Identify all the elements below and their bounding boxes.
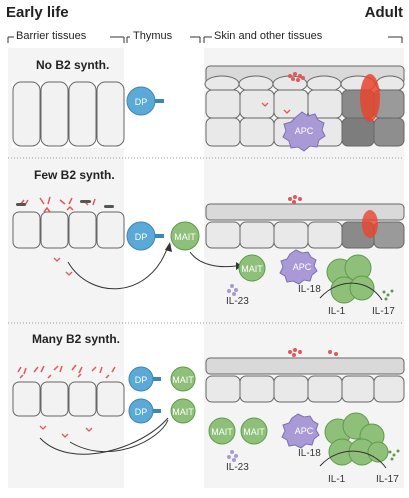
row2-title: Few B2 synth. — [34, 168, 115, 182]
svg-text:DP: DP — [135, 407, 148, 417]
row2-il23-dots — [227, 284, 238, 296]
row2-apc-cell: APC — [279, 249, 318, 285]
row3-barrier-epithelium — [12, 364, 125, 438]
svg-text:MAIT: MAIT — [211, 427, 233, 437]
row2-barrier-epithelium — [12, 196, 125, 276]
thymus-header: Thymus — [133, 30, 173, 42]
svg-text:DP: DP — [135, 375, 148, 385]
row2-il1-label: IL-1 — [328, 306, 346, 317]
row1-dp-cell: DP — [126, 86, 164, 116]
svg-text:APC: APC — [293, 262, 312, 272]
row3-skin-epithelium — [205, 348, 405, 403]
bacteria-cluster — [288, 72, 305, 82]
svg-text:MAIT: MAIT — [174, 232, 196, 242]
row3-il17-label: IL-17 — [376, 474, 399, 485]
adult-title: Adult — [364, 4, 403, 21]
row1-barrier-epithelium — [12, 81, 125, 148]
early-life-title: Early life — [6, 4, 69, 21]
row3-mait-skin-2: MAIT — [240, 417, 268, 445]
svg-text:MAIT: MAIT — [241, 264, 263, 274]
row2-il23-label: IL-23 — [226, 296, 249, 307]
row2-il17-label: IL-17 — [372, 306, 395, 317]
svg-text:MAIT: MAIT — [243, 427, 265, 437]
row3-il18-label: IL-18 — [298, 448, 321, 459]
row3-il23-label: IL-23 — [226, 462, 249, 473]
row3-mait-thymus-1: MAIT — [170, 366, 196, 392]
row2-bacteria — [19, 196, 96, 213]
barrier-tissues-header: Barrier tissues — [16, 30, 87, 42]
row3-mait-skin-1: MAIT — [208, 417, 236, 445]
row3-apc-cell: APC — [281, 413, 320, 449]
row1-apc-cell: APC — [282, 111, 326, 152]
row3-mait-thymus-2: MAIT — [170, 398, 196, 424]
row2-green-cluster — [326, 254, 375, 304]
row1-title: No B2 synth. — [36, 58, 110, 72]
row2-skin-epithelium — [205, 195, 405, 249]
row2-rod-bacteria — [16, 200, 114, 208]
svg-text:APC: APC — [295, 426, 314, 436]
row2-il17-dots — [382, 289, 394, 301]
svg-text:MAIT: MAIT — [172, 375, 194, 385]
row3-dp-cell-2: DP — [128, 398, 161, 424]
skin-header: Skin and other tissues — [214, 30, 323, 42]
row3-green-cluster — [324, 412, 389, 466]
row3-dp-cell-1: DP — [128, 366, 161, 392]
svg-text:MAIT: MAIT — [172, 407, 194, 417]
section-brackets — [7, 36, 403, 43]
svg-text:DP: DP — [135, 232, 148, 242]
row2-dp-cell: DP — [126, 221, 164, 251]
row2-il18-label: IL-18 — [298, 284, 321, 295]
inflammation-glow — [360, 74, 380, 122]
row2-migration-arrow — [67, 245, 169, 290]
row1-dp-label: DP — [135, 97, 148, 107]
row2-mait-thymus: MAIT — [170, 221, 200, 251]
row2-mait-skin: MAIT — [238, 254, 266, 282]
row3-title: Many B2 synth. — [32, 332, 121, 346]
row3-il1-label: IL-1 — [328, 474, 346, 485]
row1-apc-label: APC — [295, 126, 314, 136]
row2-antigens — [53, 257, 73, 276]
